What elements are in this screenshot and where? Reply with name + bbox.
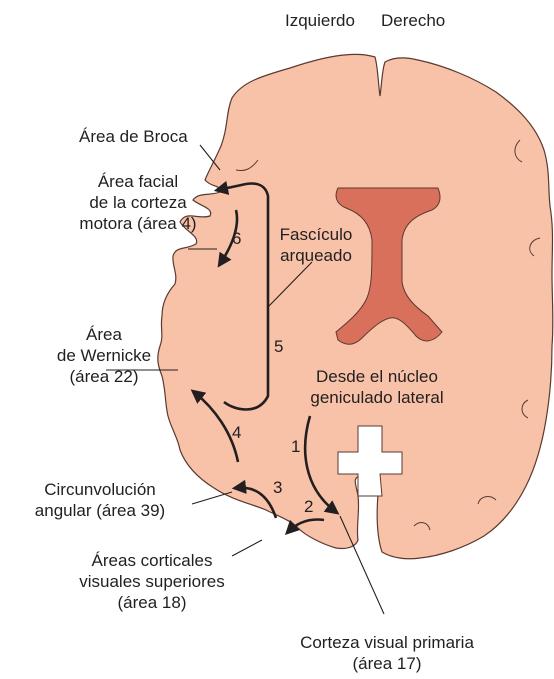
- higher-visual-label: Áreas corticales visuales superiores (ár…: [60, 550, 244, 613]
- step-1: 1: [291, 437, 300, 457]
- facial-motor-line-3: motora (área 4): [58, 213, 218, 234]
- hemisphere-left-label: Izquierdo: [285, 10, 355, 31]
- wernicke-line-2: de Wernicke: [44, 345, 164, 366]
- step-4: 4: [232, 423, 241, 443]
- brain-outline: [158, 54, 553, 558]
- hemisphere-right-label: Derecho: [381, 10, 445, 31]
- higher-visual-line-2: visuales superiores: [60, 571, 244, 592]
- higher-visual-line-3: (área 18): [60, 592, 244, 613]
- angular-line-2: angular (área 39): [8, 500, 192, 521]
- wernicke-line-3: (área 22): [44, 366, 164, 387]
- arcuate-line-2: arqueado: [270, 245, 362, 266]
- primary-visual-line-1: Corteza visual primaria: [282, 632, 492, 653]
- arcuate-line-1: Fascículo: [270, 224, 362, 245]
- geniculate-line-1: Desde el núcleo: [287, 366, 467, 387]
- step-2: 2: [304, 497, 313, 517]
- facial-motor-line-1: Área facial: [58, 171, 218, 192]
- wernicke-label: Área de Wernicke (área 22): [44, 324, 164, 387]
- primary-visual-line-2: (área 17): [282, 653, 492, 674]
- angular-gyrus-label: Circunvolución angular (área 39): [8, 479, 192, 521]
- step-5: 5: [274, 337, 283, 357]
- angular-line-1: Circunvolución: [8, 479, 192, 500]
- wernicke-line-1: Área: [44, 324, 164, 345]
- primary-visual-label: Corteza visual primaria (área 17): [282, 632, 492, 674]
- broca-label: Área de Broca: [79, 126, 188, 147]
- higher-visual-line-1: Áreas corticales: [60, 550, 244, 571]
- geniculate-label: Desde el núcleo geniculado lateral: [287, 366, 467, 408]
- step-3: 3: [273, 478, 282, 498]
- arcuate-fasciculus-label: Fascículo arqueado: [270, 224, 362, 266]
- facial-motor-line-2: de la corteza: [58, 192, 218, 213]
- geniculate-line-2: geniculado lateral: [287, 387, 467, 408]
- facial-motor-label: Área facial de la corteza motora (área 4…: [58, 171, 218, 234]
- step-6: 6: [232, 229, 241, 249]
